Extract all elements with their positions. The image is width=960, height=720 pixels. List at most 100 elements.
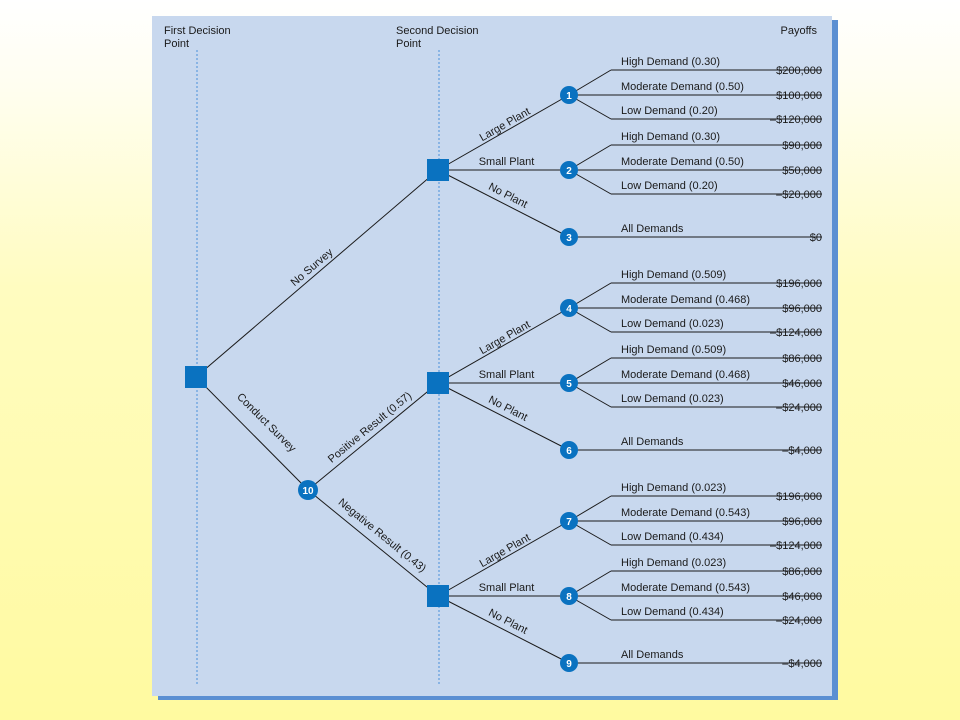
payoff-value: –$24,000 bbox=[776, 402, 822, 414]
branch-label: No Plant bbox=[486, 394, 529, 424]
root-decision-node bbox=[185, 366, 207, 388]
chance-node bbox=[560, 512, 578, 530]
outcome-label: Low Demand (0.20) bbox=[621, 105, 718, 117]
payoff-value: $196,000 bbox=[776, 278, 822, 290]
outcome-label: Moderate Demand (0.468) bbox=[621, 294, 750, 306]
chance-node-number: 2 bbox=[566, 166, 572, 177]
chance-node-number: 5 bbox=[566, 379, 572, 390]
outcome-label: Low Demand (0.20) bbox=[621, 180, 718, 192]
outcome-label: Low Demand (0.434) bbox=[621, 531, 724, 543]
first-decision-header-line2: Point bbox=[164, 38, 189, 50]
survey-chance-node-number: 10 bbox=[302, 486, 314, 497]
payoff-value: $96,000 bbox=[782, 516, 822, 528]
payoff-value: $200,000 bbox=[776, 65, 822, 77]
branch-line bbox=[437, 169, 570, 238]
chance-node-number: 3 bbox=[566, 233, 572, 244]
branch-line bbox=[437, 382, 570, 451]
branch-line bbox=[437, 520, 570, 597]
chance-node bbox=[560, 374, 578, 392]
outcome-label: Moderate Demand (0.543) bbox=[621, 582, 750, 594]
outcome-label: High Demand (0.023) bbox=[621, 482, 726, 494]
chance-node bbox=[560, 441, 578, 459]
outcome-label: High Demand (0.509) bbox=[621, 269, 726, 281]
payoff-value: $46,000 bbox=[782, 591, 822, 603]
branch-label: No Plant bbox=[486, 607, 529, 637]
payoff-value: $86,000 bbox=[782, 566, 822, 578]
branch-label: Small Plant bbox=[479, 582, 535, 594]
branch-label: Large Plant bbox=[478, 532, 533, 570]
decision-node bbox=[427, 585, 449, 607]
branch-label: Small Plant bbox=[479, 156, 535, 168]
decision-node bbox=[427, 159, 449, 181]
chance-node bbox=[560, 654, 578, 672]
outcome-label: Low Demand (0.023) bbox=[621, 393, 724, 405]
branch-label: Small Plant bbox=[479, 369, 535, 381]
branch-label: Large Plant bbox=[478, 106, 533, 144]
chance-node bbox=[560, 587, 578, 605]
survey-chance-node bbox=[298, 480, 318, 500]
payoff-value: $46,000 bbox=[782, 378, 822, 390]
payoff-value: $0 bbox=[810, 232, 822, 244]
second-decision-header-line1: Second Decision bbox=[396, 25, 479, 37]
chance-node-number: 4 bbox=[566, 304, 572, 315]
payoff-value: $90,000 bbox=[782, 140, 822, 152]
payoff-value: $96,000 bbox=[782, 303, 822, 315]
negative-result-label: Negative Result (0.43) bbox=[336, 496, 428, 574]
decision-node bbox=[427, 372, 449, 394]
first-decision-header-line1: First Decision bbox=[164, 25, 231, 37]
payoff-value: –$20,000 bbox=[776, 189, 822, 201]
conduct-survey-branch-line bbox=[195, 376, 309, 491]
payoff-value: $100,000 bbox=[776, 90, 822, 102]
outcome-label: Low Demand (0.434) bbox=[621, 606, 724, 618]
outcome-label: High Demand (0.023) bbox=[621, 557, 726, 569]
chance-node-number: 8 bbox=[566, 592, 572, 603]
outcome-label: High Demand (0.30) bbox=[621, 56, 720, 68]
outcome-label: High Demand (0.30) bbox=[621, 131, 720, 143]
payoff-value: –$4,000 bbox=[782, 445, 822, 457]
outcome-label: All Demands bbox=[621, 649, 684, 661]
chance-node-number: 1 bbox=[566, 91, 572, 102]
payoffs-header: Payoffs bbox=[781, 25, 818, 37]
outcome-label: Moderate Demand (0.50) bbox=[621, 156, 744, 168]
chance-node bbox=[560, 161, 578, 179]
payoff-value: $196,000 bbox=[776, 491, 822, 503]
second-decision-header-line2: Point bbox=[396, 38, 421, 50]
chance-node-number: 6 bbox=[566, 446, 572, 457]
payoff-value: $86,000 bbox=[782, 353, 822, 365]
outcome-label: Moderate Demand (0.543) bbox=[621, 507, 750, 519]
diagram-panel bbox=[152, 16, 832, 696]
outcome-label: Moderate Demand (0.50) bbox=[621, 81, 744, 93]
outcome-label: All Demands bbox=[621, 436, 684, 448]
branch-label: Large Plant bbox=[478, 319, 533, 357]
chance-node-number: 9 bbox=[566, 659, 572, 670]
branch-label: No Plant bbox=[486, 181, 529, 211]
outcome-label: High Demand (0.509) bbox=[621, 344, 726, 356]
branch-line bbox=[437, 94, 570, 171]
chance-node bbox=[560, 86, 578, 104]
positive-result-branch-line bbox=[307, 382, 439, 491]
no-survey-label: No Survey bbox=[289, 246, 336, 289]
payoff-value: –$124,000 bbox=[770, 327, 822, 339]
payoff-value: –$120,000 bbox=[770, 114, 822, 126]
negative-result-branch-line bbox=[307, 489, 439, 597]
outcome-label: Low Demand (0.023) bbox=[621, 318, 724, 330]
positive-result-label: Positive Result (0.57) bbox=[326, 390, 414, 466]
payoff-value: –$4,000 bbox=[782, 658, 822, 670]
payoff-value: –$124,000 bbox=[770, 540, 822, 552]
conduct-survey-label: Conduct Survey bbox=[234, 391, 298, 455]
no-survey-branch-line bbox=[195, 169, 439, 378]
branch-line bbox=[437, 595, 570, 664]
outcome-label: All Demands bbox=[621, 223, 684, 235]
payoff-value: –$24,000 bbox=[776, 615, 822, 627]
chance-node bbox=[560, 228, 578, 246]
chance-node-number: 7 bbox=[566, 517, 572, 528]
payoff-value: $50,000 bbox=[782, 165, 822, 177]
branch-line bbox=[437, 307, 570, 384]
outcome-label: Moderate Demand (0.468) bbox=[621, 369, 750, 381]
chance-node bbox=[560, 299, 578, 317]
